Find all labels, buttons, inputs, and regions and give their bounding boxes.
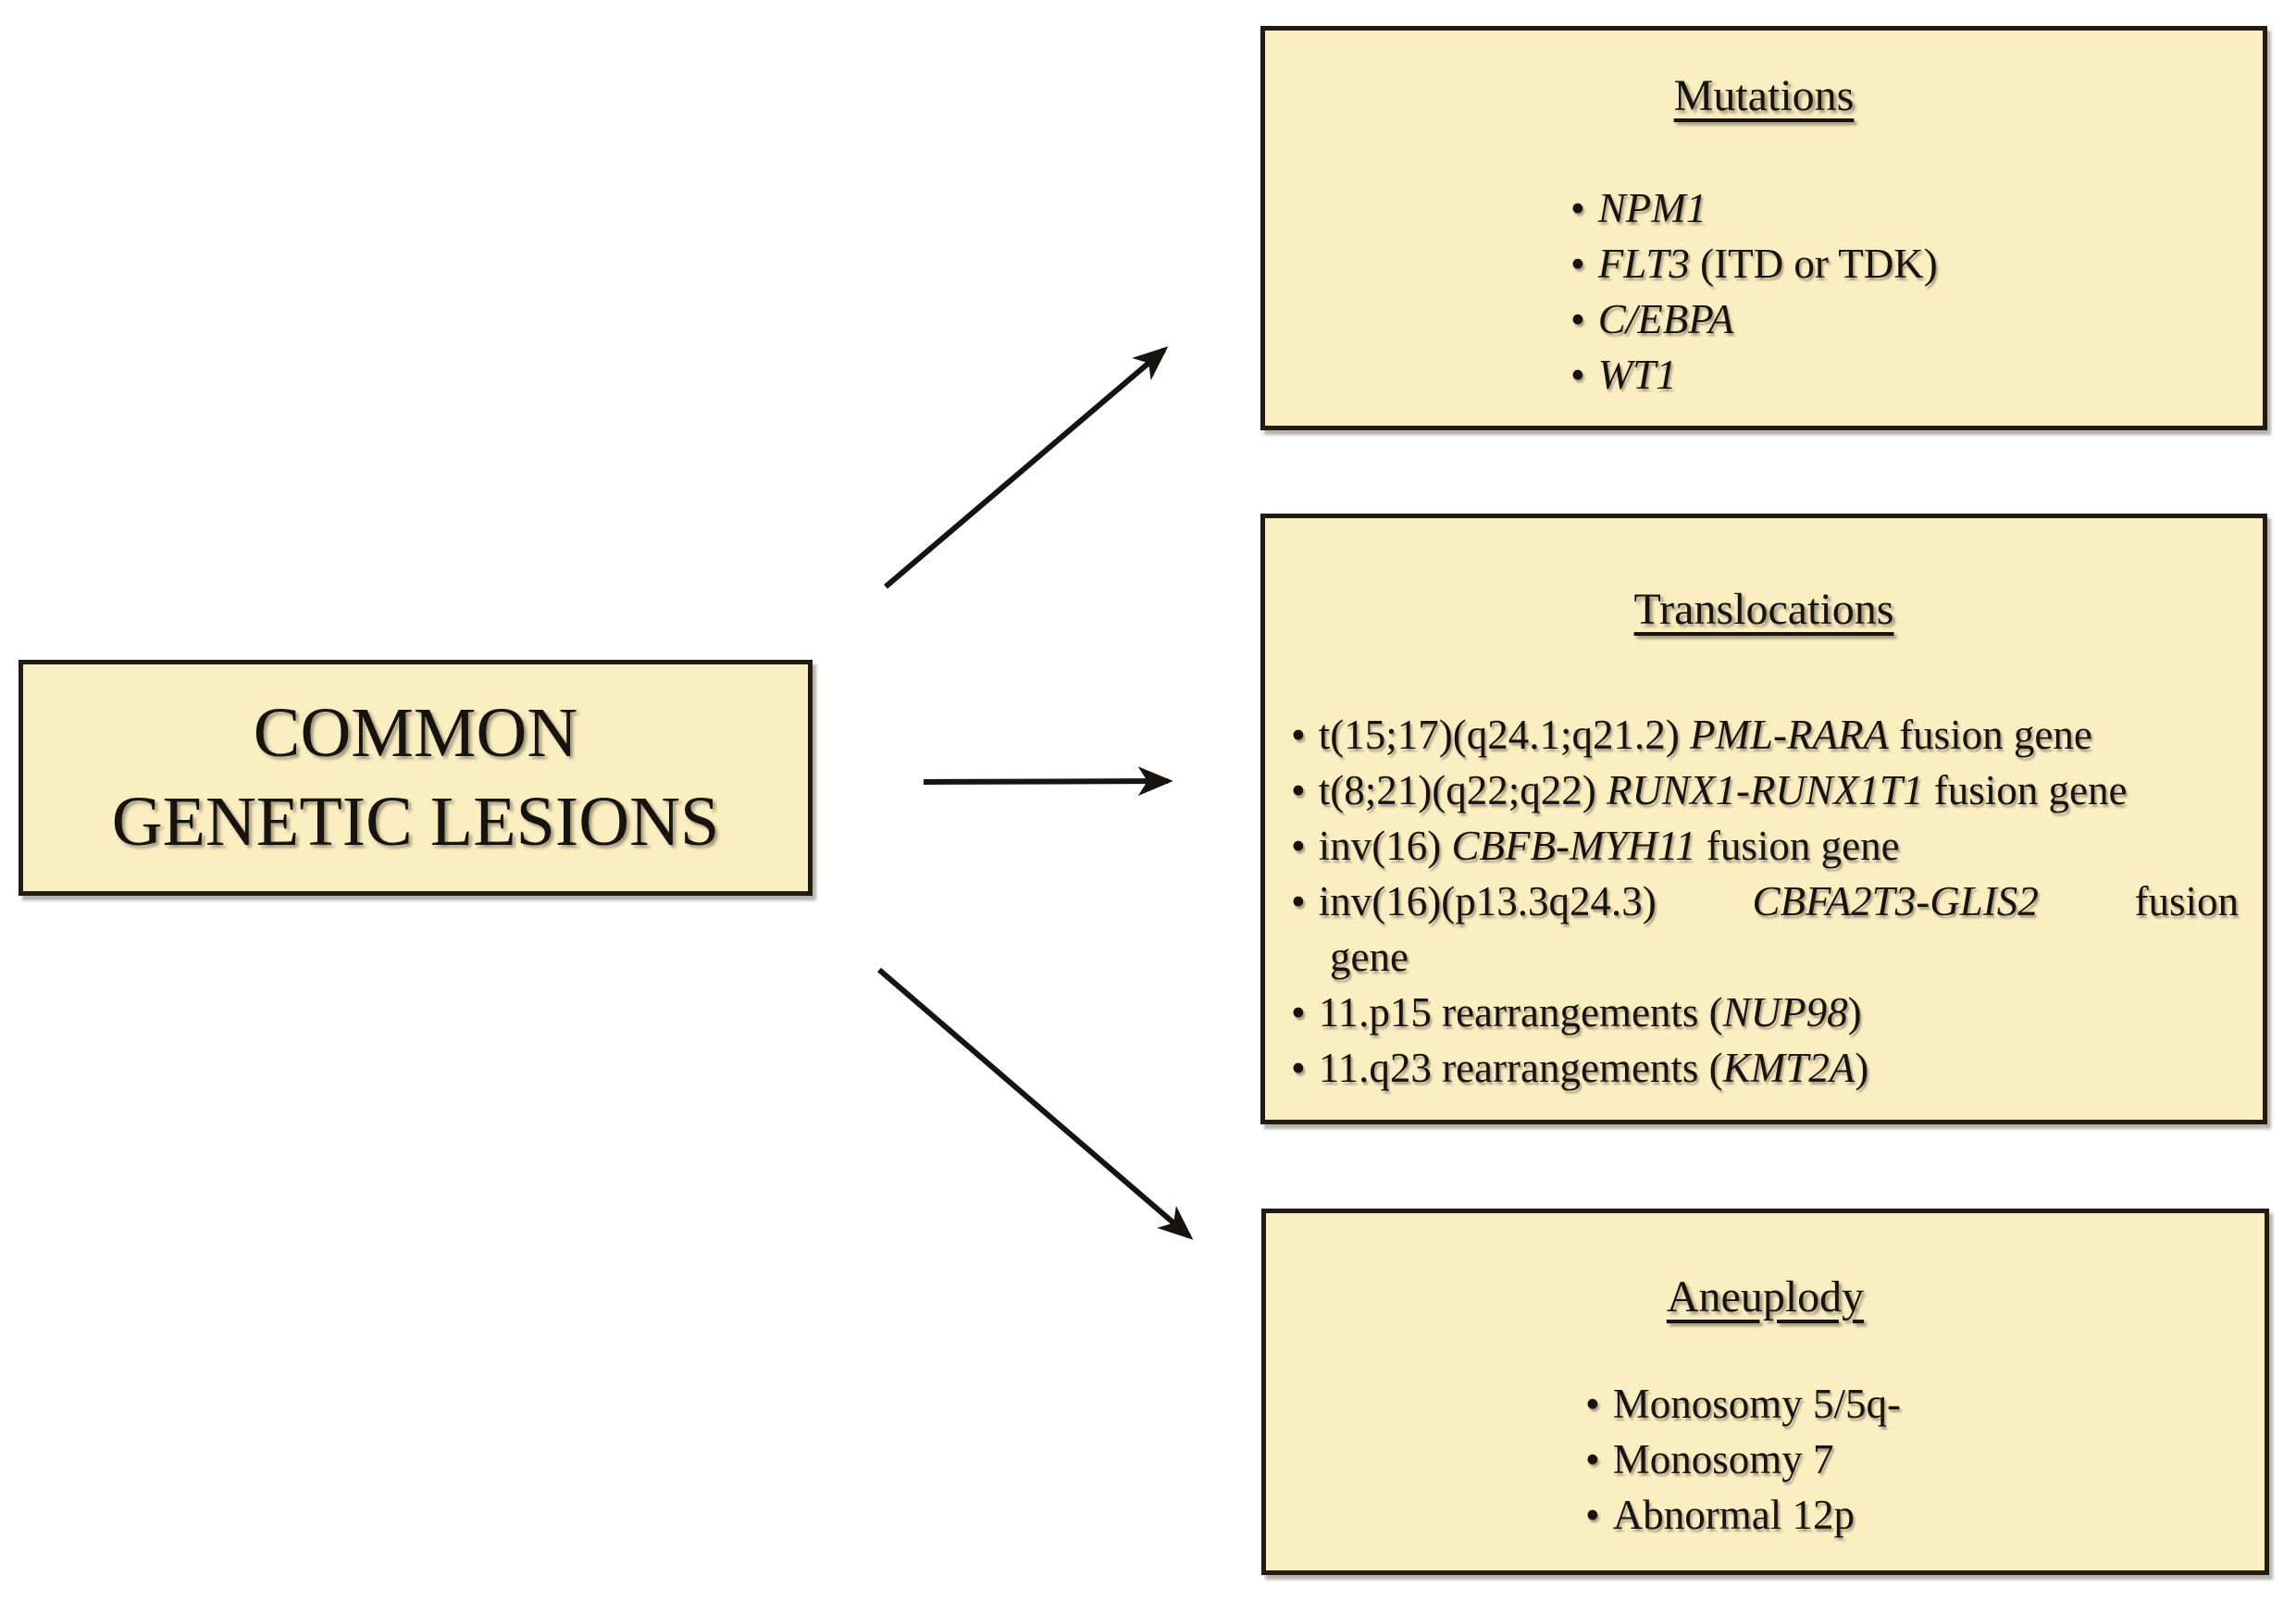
bullet-text: 11.q23 rearrangements ( <box>1318 1044 1723 1091</box>
bullet-marker: • <box>1570 351 1585 398</box>
gene-name: CBFA2T3-GLIS2 <box>1752 877 2039 924</box>
gene-name: NPM1 <box>1597 184 1707 231</box>
aneuplody-bullet-list: • Monosomy 5/5q- • Monosomy 7 • Abnormal 12p <box>1266 1376 2265 1543</box>
bullet-marker: • <box>1291 877 1306 924</box>
bullet-text: fusion gene <box>1923 766 2128 813</box>
gene-name: RUNX1-RUNX1T1 <box>1606 766 1924 813</box>
bullet-text: Monosomy 7 <box>1612 1435 1834 1482</box>
root-title-line-2: GENETIC LESIONS <box>111 782 720 861</box>
bullet-marker: • <box>1570 295 1585 342</box>
bullet-marker: • <box>1585 1491 1600 1538</box>
aneuplody-box-title: Aneuplody <box>1666 1272 1865 1321</box>
bullet-text: t(15;17)(q24.1;q21.2) <box>1318 711 1690 758</box>
bullet-text: inv(16) <box>1318 822 1452 869</box>
bullet-text: 11.p15 rearrangements ( <box>1318 988 1723 1036</box>
bullet-marker: • <box>1291 822 1306 869</box>
bullet-item: • t(15;17)(q24.1;q21.2) PML-RARA fusion g… <box>1291 707 2239 763</box>
bullet-item: • inv(16) CBFB-MYH11 fusion gene <box>1291 818 2239 874</box>
bullet-text: (ITD or TDK) <box>1689 240 1938 287</box>
bullet-item: •11.p15 rearrangements (NUP98) <box>1291 985 2239 1040</box>
bullet-text: ) <box>1847 988 1862 1036</box>
translocations-bullet-list: • t(15;17)(q24.1;q21.2) PML-RARA fusion g… <box>1265 707 2263 1096</box>
bullet-marker: • <box>1291 988 1306 1036</box>
bullet-item: • t(8;21)(q22;q22) RUNX1-RUNX1T1 fusion g… <box>1291 763 2239 818</box>
gene-name: FLT3 <box>1597 240 1690 287</box>
mutations-box-title: Mutations <box>1673 71 1855 120</box>
bullet-marker: • <box>1291 711 1306 758</box>
bullet-marker: • <box>1291 1044 1306 1091</box>
bullet-marker: • <box>1585 1435 1600 1482</box>
bullet-text: fusion <box>2038 877 2239 924</box>
bullet-item: • C/EBPA <box>1570 291 2263 347</box>
bullet-marker: • <box>1570 184 1585 231</box>
bullet-text: Monosomy 5/5q- <box>1612 1380 1902 1427</box>
gene-name: NUP98 <box>1722 988 1848 1036</box>
gene-name: C/EBPA <box>1597 295 1734 342</box>
gene-name: WT1 <box>1597 351 1677 398</box>
bullet-item: • Monosomy 7 <box>1585 1432 2265 1487</box>
bullet-marker: • <box>1585 1380 1600 1427</box>
bullet-item: • WT1 <box>1570 347 2263 403</box>
bullet-item: • inv(16)(p13.3q24.3) CBFA2T3-GLIS2 fusio… <box>1291 874 2239 985</box>
bullet-marker: • <box>1291 766 1306 813</box>
bullet-marker: • <box>1570 240 1585 287</box>
arrow-to-mutations <box>884 346 1169 589</box>
bullet-text: fusion gene <box>1695 822 1900 869</box>
arrow-to-translocations <box>923 766 1173 796</box>
root-title: COMMON GENETIC LESIONS <box>23 689 808 867</box>
arrow-to-aneuplody <box>877 967 1194 1240</box>
mutations-box: Mutations • NPM1 • FLT3 (ITD or TDK) • C/EBPA… <box>1260 26 2267 430</box>
mutations-bullet-list: • NPM1 • FLT3 (ITD or TDK) • C/EBPA • WT1 <box>1265 180 2263 403</box>
bullet-item: • Monosomy 5/5q- <box>1585 1376 2265 1432</box>
bullet-item: • 11.q23 rearrangements (KMT2A) <box>1291 1040 2239 1096</box>
bullet-item: • FLT3 (ITD or TDK) <box>1570 236 2263 291</box>
translocations-box: Translocations • t(15;17)(q24.1;q21.2) PM… <box>1260 514 2267 1124</box>
bullet-item: • Abnormal 12p <box>1585 1487 2265 1543</box>
bullet-text: gene <box>1330 933 1409 980</box>
common-genetic-lesions-box: COMMON GENETIC LESIONS <box>19 660 813 896</box>
bullet-text: inv(16)(p13.3q24.3) <box>1318 877 1753 924</box>
bullet-text: ) <box>1855 1044 1869 1091</box>
bullet-text: fusion gene <box>1888 711 2092 758</box>
aneuplody-box: Aneuplody • Monosomy 5/5q- • Monosomy 7 • Abn… <box>1261 1209 2269 1575</box>
gene-name: KMT2A <box>1722 1044 1855 1091</box>
gene-name: CBFB-MYH11 <box>1451 822 1696 869</box>
bullet-item: • NPM1 <box>1570 180 2263 236</box>
gene-name: PML-RARA <box>1689 711 1889 758</box>
root-title-line-1: COMMON <box>253 693 578 772</box>
translocations-box-title: Translocations <box>1633 585 1894 634</box>
bullet-text: Abnormal 12p <box>1612 1491 1855 1538</box>
bullet-text: t(8;21)(q22;q22) <box>1318 766 1607 813</box>
